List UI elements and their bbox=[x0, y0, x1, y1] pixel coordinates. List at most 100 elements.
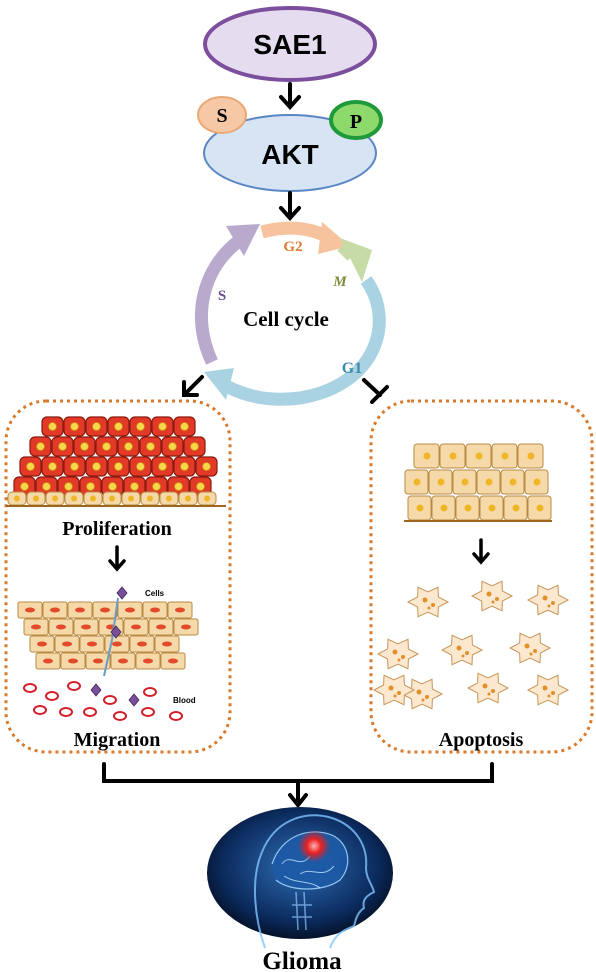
merge-bracket bbox=[102, 762, 494, 809]
blood-label: Blood bbox=[173, 696, 196, 705]
fragment bbox=[487, 692, 491, 696]
cell-nucleus bbox=[130, 482, 139, 491]
fragment bbox=[486, 591, 492, 597]
cell-nucleus bbox=[509, 478, 517, 486]
cell-nucleus bbox=[36, 442, 45, 451]
migration-label: Migration bbox=[74, 729, 161, 751]
cell-nucleus bbox=[48, 422, 57, 431]
fragment bbox=[491, 600, 495, 604]
apoptotic-cells bbox=[372, 580, 570, 710]
apoptotic-cell bbox=[376, 638, 420, 670]
glioma-label: Glioma bbox=[262, 948, 342, 972]
cell-nucleus bbox=[48, 462, 57, 471]
blood-cell bbox=[83, 707, 97, 717]
cell-nucleus bbox=[536, 504, 544, 512]
cell-nucleus bbox=[196, 482, 205, 491]
blood-cell bbox=[59, 707, 73, 717]
fragment bbox=[547, 604, 551, 608]
arrow-akt-cycle bbox=[279, 191, 301, 221]
apoptotic-cell bbox=[440, 634, 484, 666]
s-arc bbox=[195, 234, 245, 365]
cell-nucleus bbox=[102, 442, 111, 451]
arrow-cycle-left bbox=[182, 375, 204, 397]
cell-nucleus bbox=[485, 478, 493, 486]
apoptotic-cell bbox=[466, 672, 510, 704]
cell-nucleus bbox=[137, 641, 147, 647]
fragment bbox=[542, 595, 548, 601]
blood-cell bbox=[113, 711, 127, 721]
cell-nucleus bbox=[512, 504, 520, 512]
migrating-cell bbox=[110, 625, 122, 639]
cell-nucleus bbox=[150, 607, 160, 613]
cell-nucleus bbox=[501, 452, 509, 460]
s-arrowhead bbox=[226, 224, 260, 256]
akt-node: AKT bbox=[203, 114, 377, 192]
m-arrowhead bbox=[340, 238, 372, 282]
cells-label: Cells bbox=[145, 589, 165, 598]
fragment bbox=[397, 658, 401, 662]
cell-nucleus bbox=[180, 462, 189, 471]
cell-nucleus bbox=[37, 641, 47, 647]
cell-nucleus bbox=[118, 658, 128, 664]
blood-cell bbox=[169, 711, 183, 721]
cell-nucleus bbox=[70, 462, 79, 471]
blood-cell bbox=[23, 683, 37, 693]
cell-nucleus bbox=[109, 495, 115, 502]
apoptotic-cell bbox=[508, 632, 552, 664]
blood-cell bbox=[45, 691, 59, 701]
g1-label: G1 bbox=[342, 360, 362, 377]
cell-nucleus bbox=[62, 641, 72, 647]
cell-nucleus bbox=[112, 641, 122, 647]
cell-nucleus bbox=[125, 607, 135, 613]
fragment bbox=[456, 645, 462, 651]
cell-nucleus bbox=[26, 462, 35, 471]
s-modification-label: S bbox=[216, 105, 227, 127]
cell-nucleus bbox=[14, 495, 20, 502]
cell-nucleus bbox=[136, 462, 145, 471]
cell-nucleus bbox=[162, 641, 172, 647]
cell-nucleus bbox=[114, 462, 123, 471]
m-label: M bbox=[332, 274, 347, 290]
migration-cells bbox=[17, 586, 199, 721]
cell-nucleus bbox=[31, 624, 41, 630]
fragment bbox=[495, 597, 499, 601]
cell-nucleus bbox=[50, 607, 60, 613]
cell-nucleus bbox=[147, 495, 153, 502]
glioma-brain-image bbox=[207, 807, 393, 949]
cell-nucleus bbox=[202, 462, 211, 471]
cell-nucleus bbox=[437, 478, 445, 486]
fragment bbox=[393, 694, 397, 698]
cell-nucleus bbox=[449, 452, 457, 460]
p-modification: P bbox=[329, 100, 383, 140]
cell-nucleus bbox=[33, 495, 39, 502]
fragment bbox=[425, 695, 429, 699]
fragment bbox=[431, 603, 435, 607]
cell-nucleus bbox=[52, 495, 58, 502]
cell-nucleus bbox=[158, 462, 167, 471]
fragment bbox=[461, 654, 465, 658]
cell-nucleus bbox=[488, 504, 496, 512]
right-panel-border bbox=[369, 399, 594, 754]
cell-nucleus bbox=[168, 658, 178, 664]
fragment bbox=[397, 691, 401, 695]
cell-nucleus bbox=[143, 658, 153, 664]
cell-nucleus bbox=[175, 607, 185, 613]
apoptotic-cell bbox=[470, 580, 514, 612]
apoptotic-cell bbox=[406, 586, 450, 618]
p-modification-label: P bbox=[350, 111, 362, 133]
apoptotic-cell bbox=[526, 674, 570, 706]
cell-nucleus bbox=[475, 452, 483, 460]
cell-nucleus bbox=[423, 452, 431, 460]
proliferation-label: Proliferation bbox=[62, 518, 172, 540]
cell-nucleus bbox=[90, 495, 96, 502]
fragment bbox=[547, 694, 551, 698]
fragment bbox=[542, 685, 548, 691]
cell-nucleus bbox=[114, 422, 123, 431]
cell-nucleus bbox=[25, 607, 35, 613]
cell-nucleus bbox=[413, 478, 421, 486]
migrating-cell bbox=[128, 693, 140, 707]
cell-nucleus bbox=[204, 495, 210, 502]
cell-nucleus bbox=[416, 504, 424, 512]
g1-arc bbox=[223, 276, 386, 406]
